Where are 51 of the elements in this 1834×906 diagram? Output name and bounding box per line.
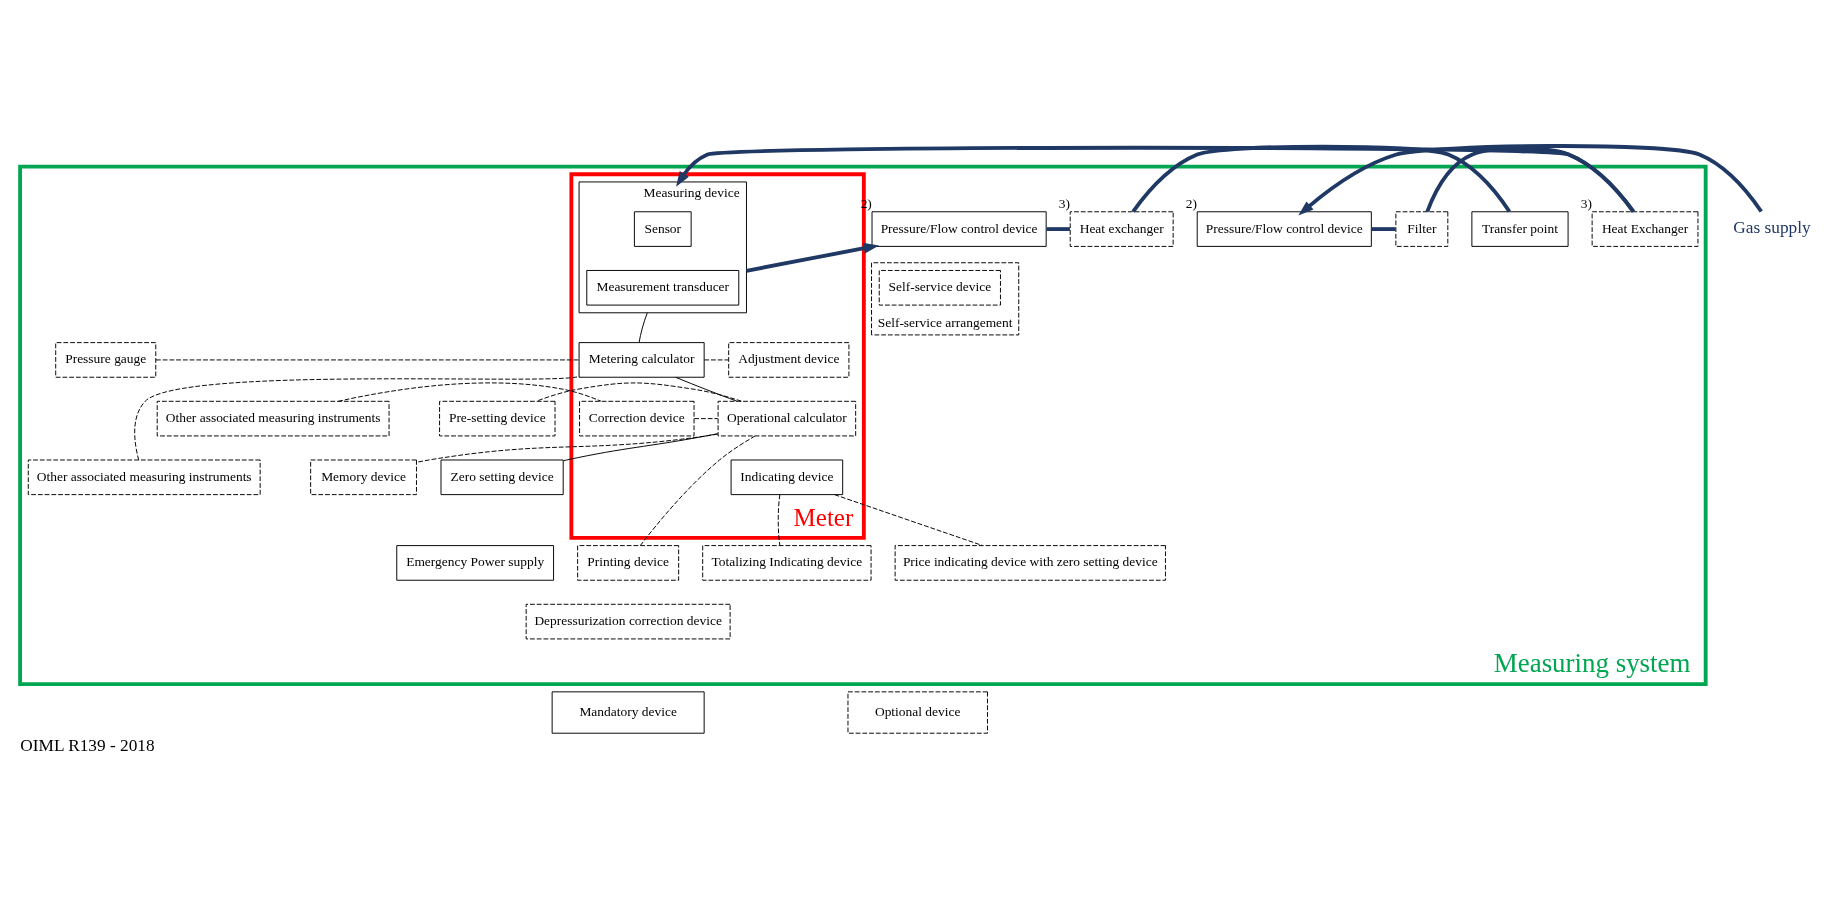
connector (563, 433, 719, 462)
node-box: Totalizing Indicating device (702, 545, 872, 581)
node-box: Transfer point (1471, 211, 1569, 247)
connector (777, 494, 781, 546)
connector (1131, 144, 1511, 213)
node-box: Self-service device (878, 269, 1001, 306)
node-box: Memory device (310, 459, 417, 496)
node-box: Operational calculator (717, 400, 857, 437)
legend-label: Optional device (874, 704, 961, 720)
connector (1371, 227, 1396, 231)
arrow (746, 242, 880, 273)
connector (337, 382, 602, 402)
caption: OIML R139 - 2018 (20, 735, 155, 755)
node-box: Pre-setting device (439, 400, 556, 437)
connector (639, 435, 756, 546)
node-box: Other associated measuring instruments (27, 459, 261, 496)
legend-label: Mandatory device (579, 704, 677, 720)
node-box: Adjustment device (728, 342, 850, 378)
connector (638, 312, 648, 343)
connector (155, 359, 580, 361)
connector (675, 376, 738, 402)
node-box: Price indicating device with zero setting device (894, 545, 1166, 581)
connector (134, 376, 580, 461)
node-box: Sensor (633, 211, 692, 247)
node-box: Pressure/Flow control device (1196, 211, 1372, 247)
connector (1046, 227, 1070, 231)
connector (416, 433, 719, 463)
node-box: Heat exchanger (1069, 211, 1174, 247)
connector (536, 382, 742, 402)
node-box: Other associated measuring instruments (156, 400, 390, 437)
node-text: Gas supply (1733, 218, 1811, 238)
arrow (676, 145, 1635, 213)
node-box: Measurement transducer (586, 269, 740, 306)
node-box: Indicating device (730, 459, 844, 496)
connector (693, 418, 719, 420)
connector (834, 494, 984, 547)
node-label: 3) (1058, 196, 1071, 212)
node-box: Metering calculator (578, 342, 705, 378)
node-box: Filter (1395, 211, 1449, 247)
node-box: Depressurization correction device (525, 603, 731, 640)
connector (703, 359, 729, 361)
node-label: 3) (1580, 196, 1592, 212)
node-label: 2) (1185, 196, 1198, 212)
node-box: Printing device (577, 545, 680, 581)
node-box: Correction device (579, 400, 695, 437)
node-box: Pressure gauge (55, 342, 157, 378)
node-box: Emergency Power supply (396, 545, 555, 581)
node-box: Zero setting device (440, 459, 564, 496)
arrow (1298, 144, 1763, 216)
node-box: Pressure/Flow control device (871, 211, 1047, 247)
node-box: Heat Exchanger (1591, 211, 1699, 247)
